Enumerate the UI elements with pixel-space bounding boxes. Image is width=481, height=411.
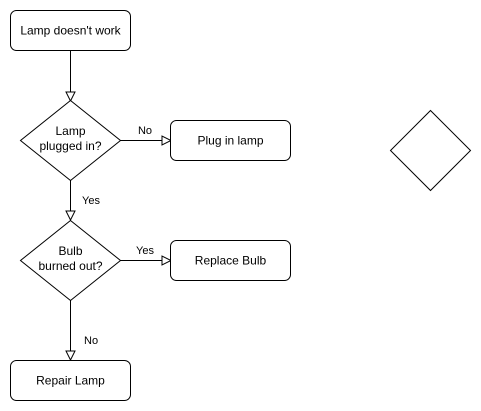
arrowhead-plugged-yes — [65, 210, 76, 222]
repair-box[interactable] — [10, 360, 131, 401]
replace-bulb-box[interactable] — [170, 240, 291, 281]
node-empty-diamond[interactable] — [389, 109, 472, 192]
node-bulb-decision[interactable]: Bulb burned out? — [19, 219, 122, 302]
plugged-label-line-1: Lamp — [55, 124, 85, 138]
node-plug-in[interactable]: Plug in lamp — [170, 120, 291, 161]
bulb-label-line-2: burned out? — [38, 259, 102, 273]
plugged-decision-diamond[interactable] — [19, 99, 122, 182]
repair-label: Repair Lamp — [36, 374, 105, 388]
plug-in-label: Plug in lamp — [197, 134, 263, 148]
arrowhead-plugged-no — [161, 135, 173, 146]
start-box[interactable] — [10, 10, 131, 51]
replace-bulb-label: Replace Bulb — [195, 254, 267, 268]
node-start[interactable]: Lamp doesn't work — [10, 10, 131, 51]
node-replace-bulb[interactable]: Replace Bulb — [170, 240, 291, 281]
edge-label-bulb-no: No — [84, 335, 98, 347]
arrowhead-bulb-no — [65, 350, 76, 362]
node-plugged-decision[interactable]: Lamp plugged in? — [19, 99, 122, 182]
node-repair[interactable]: Repair Lamp — [10, 360, 131, 401]
plugged-label-line-2: plugged in? — [39, 139, 101, 153]
bulb-decision-diamond[interactable] — [19, 219, 122, 302]
bulb-label-line-1: Bulb — [58, 244, 82, 258]
edge-label-bulb-yes: Yes — [136, 245, 154, 257]
plug-in-box[interactable] — [170, 120, 291, 161]
arrowhead-bulb-yes — [161, 255, 173, 266]
empty-decision-diamond[interactable] — [389, 109, 472, 192]
edge-label-plugged-yes: Yes — [82, 195, 100, 207]
edges: No Yes Yes No — [65, 50, 173, 362]
arrowhead-start-to-plugged — [65, 91, 76, 103]
start-label: Lamp doesn't work — [20, 24, 121, 38]
edge-label-plugged-no: No — [138, 125, 152, 137]
